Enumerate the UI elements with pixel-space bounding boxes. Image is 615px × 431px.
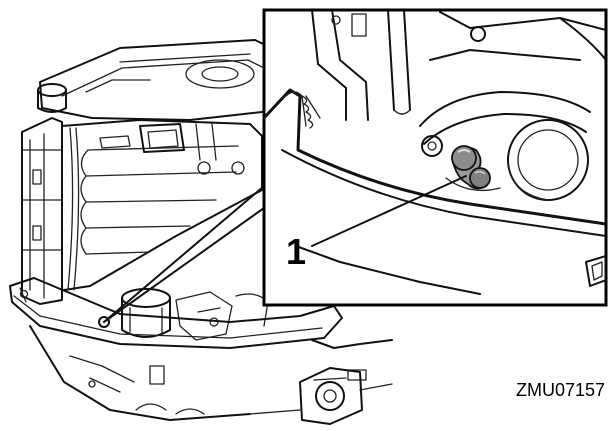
engine-main-view [9,39,393,425]
callout-number: 1 [286,231,306,272]
anode-location-marker [98,316,110,328]
inset-leader-lines [103,185,265,323]
figure-code: ZMU07157 [516,380,605,400]
magnified-inset: 1 [262,8,608,307]
callout-leader-line [311,175,467,247]
